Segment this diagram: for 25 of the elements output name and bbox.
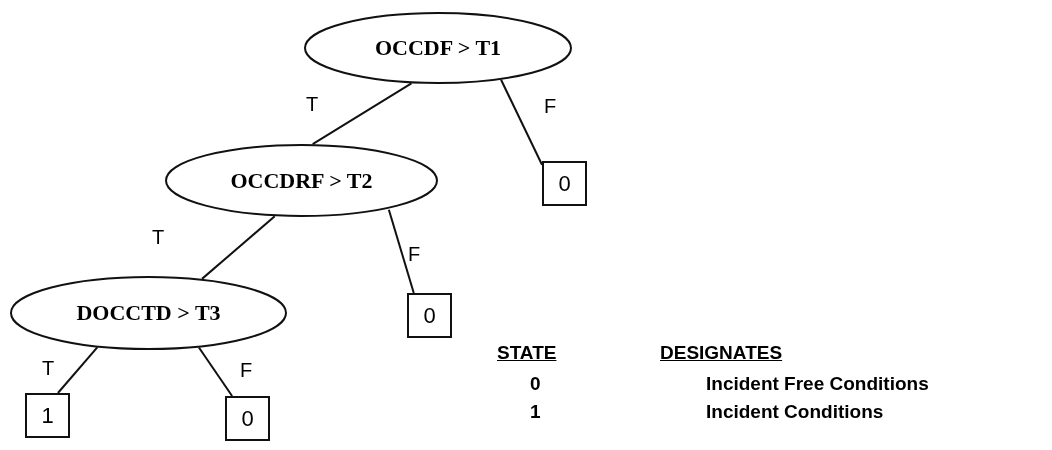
table-text: Incident Free Conditions: [706, 374, 929, 393]
connector-line: [197, 346, 234, 397]
condition-text: DOCCTD > T3: [76, 302, 221, 324]
edge-label: T: [152, 227, 165, 247]
connector-line: [56, 346, 99, 394]
table-text: 1: [530, 402, 541, 421]
column-header: DESIGNATES: [660, 343, 783, 362]
connector-line: [201, 215, 276, 280]
edge-label: T: [42, 358, 55, 378]
state-value: 0: [241, 407, 254, 430]
table-text: 0: [530, 374, 541, 393]
edge-label: T: [306, 94, 319, 114]
table-text: Incident Conditions: [706, 402, 884, 421]
connector-line: [311, 82, 413, 146]
state-value: 0: [423, 304, 436, 327]
column-header: STATE: [497, 343, 557, 362]
edge-label: F: [240, 360, 253, 380]
condition-text: OCCDRF > T2: [230, 169, 373, 192]
edge-label: F: [408, 244, 421, 264]
condition-text: OCCDF > T1: [374, 37, 502, 59]
connector-line: [387, 208, 415, 294]
edge-label: F: [544, 96, 557, 116]
state-value: 0: [558, 172, 571, 195]
connector-line: [500, 78, 543, 166]
state-value: 1: [41, 404, 54, 427]
